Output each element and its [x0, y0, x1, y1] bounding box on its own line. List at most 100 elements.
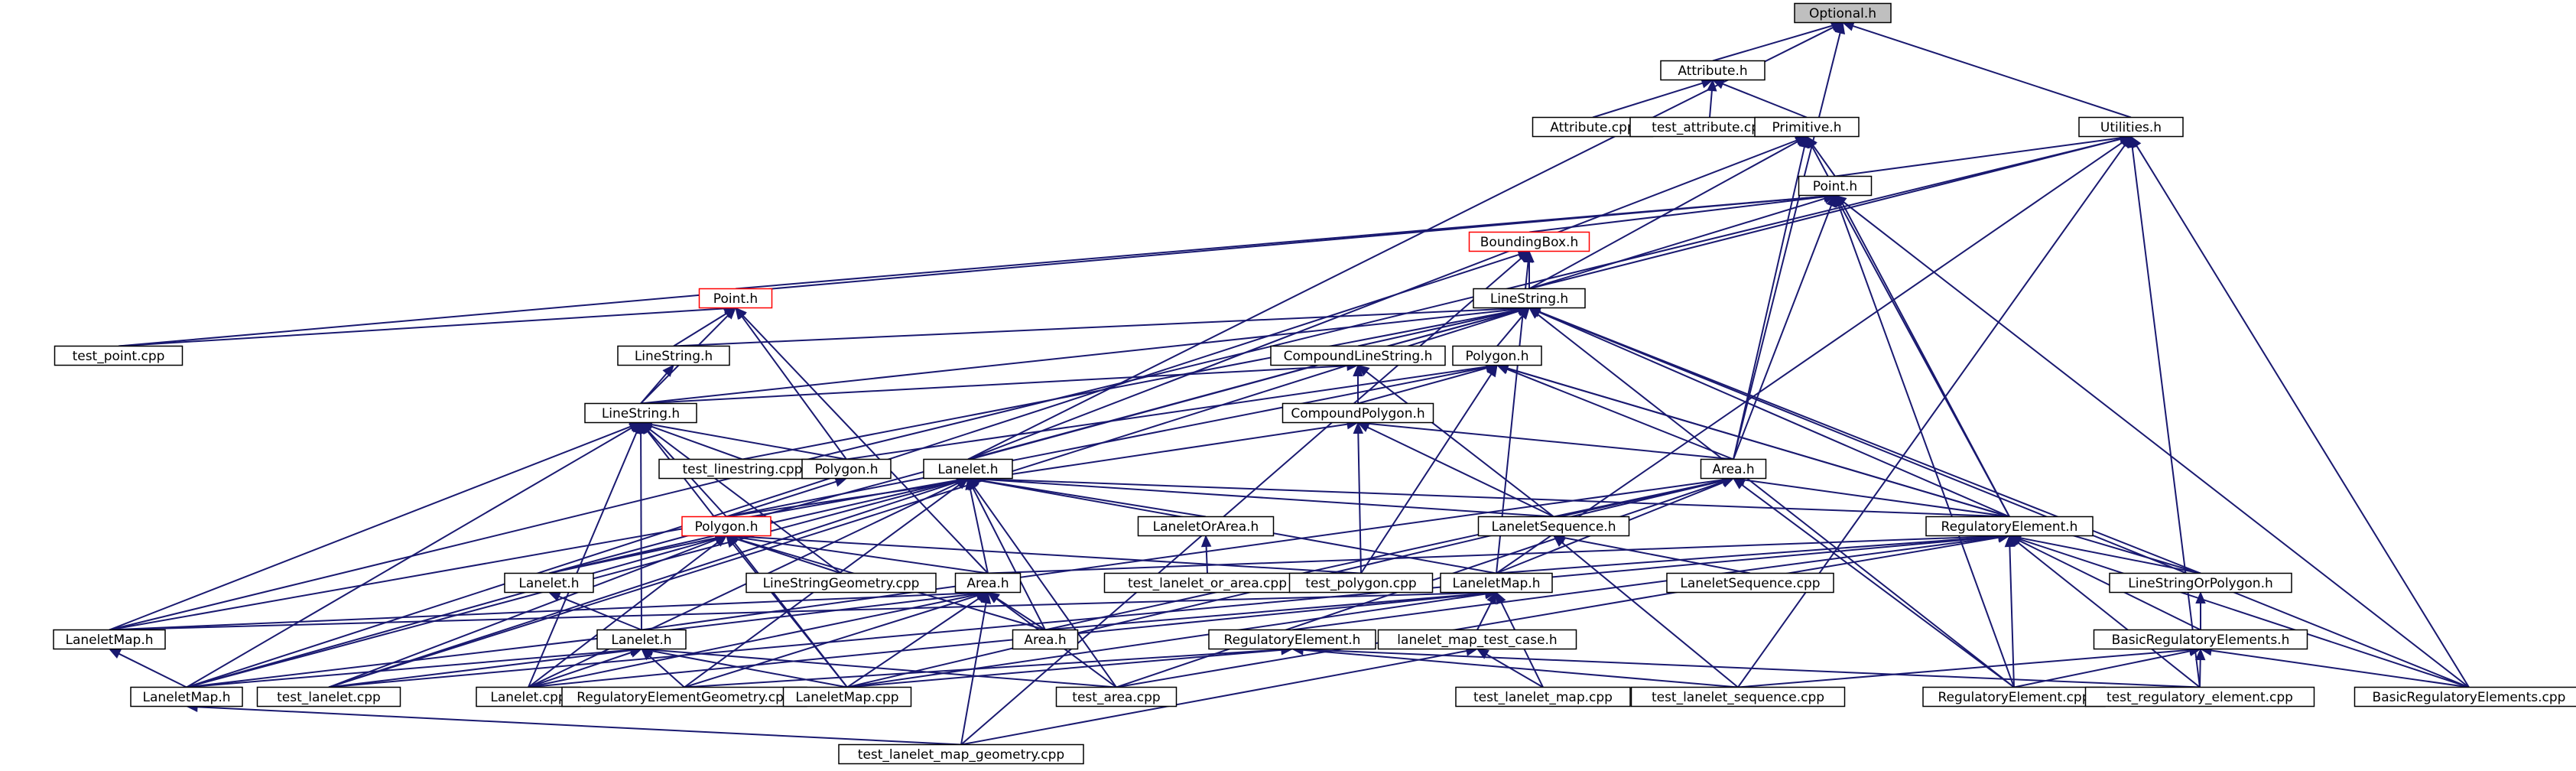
- node-label: test_polygon.cpp: [1305, 576, 1416, 591]
- edge-attribute-cpp-to-attribute-h: [1592, 78, 1714, 119]
- edge-line: [1538, 311, 2470, 688]
- edge-line: [651, 650, 848, 688]
- edge-line: [967, 139, 1798, 460]
- node-basicregulatoryelements-cpp[interactable]: BasicRegulatoryElements.cpp: [2353, 686, 2576, 708]
- node-linestringgeometry-cpp[interactable]: LineStringGeometry.cpp: [746, 572, 937, 594]
- node-test-lanelet-map-geometry-cpp[interactable]: test_lanelet_map_geometry.cpp: [838, 743, 1084, 765]
- edge-line: [328, 480, 959, 688]
- node-test-lanelet-sequence-cpp[interactable]: test_lanelet_sequence.cpp: [1630, 686, 1846, 708]
- node-compoundlinestring-h[interactable]: CompoundLineString.h: [1270, 345, 1446, 366]
- node-linestringorpolygon-h[interactable]: LineStringOrPolygon.h: [2109, 572, 2292, 594]
- edge-line: [528, 542, 719, 688]
- node-linestring-h2[interactable]: LineString.h: [617, 345, 730, 366]
- edge-line: [186, 593, 978, 688]
- node-area-h-main[interactable]: Area.h: [1700, 458, 1767, 480]
- node-test-lanelet-cpp[interactable]: test_lanelet.cpp: [256, 686, 401, 708]
- node-lanelet-map-test-case-h[interactable]: lanelet_map_test_case.h: [1377, 629, 1577, 650]
- node-area-h3[interactable]: Area.h: [1012, 629, 1079, 650]
- edge-arrowhead: [2120, 135, 2132, 149]
- node-compoundpolygon-h[interactable]: CompoundPolygon.h: [1282, 402, 1434, 424]
- node-label: Lanelet.h: [518, 576, 579, 591]
- node-label: LaneletMap.h: [142, 690, 230, 705]
- node-box: [1700, 458, 1767, 480]
- node-laneletmap-h-left[interactable]: LaneletMap.h: [53, 629, 166, 650]
- node-point-h[interactable]: Point.h: [1798, 175, 1873, 197]
- node-test-polygon-cpp[interactable]: test_polygon.cpp: [1288, 572, 1434, 594]
- node-test-area-cpp[interactable]: test_area.cpp: [1055, 686, 1178, 708]
- node-test-lanelet-map-cpp[interactable]: test_lanelet_map.cpp: [1455, 686, 1631, 708]
- node-box: [1630, 686, 1846, 708]
- node-point-h2[interactable]: Point.h: [698, 288, 773, 309]
- node-polygon-h-main[interactable]: Polygon.h: [1452, 345, 1542, 366]
- edge-point-h-to-utilities-h: [1834, 132, 2133, 177]
- node-basicregulatoryelements-h[interactable]: BasicRegulatoryElements.h: [2093, 629, 2308, 650]
- node-linestring-h-main[interactable]: LineString.h: [1473, 288, 1586, 309]
- node-lanelet-h3[interactable]: Lanelet.h: [596, 629, 687, 650]
- node-laneletorarea-h[interactable]: LaneletOrArea.h: [1137, 516, 1275, 537]
- node-primitive-h[interactable]: Primitive.h: [1754, 116, 1860, 138]
- edge-line: [1741, 484, 2015, 688]
- edge-arrowhead: [726, 535, 738, 548]
- node-optional-h[interactable]: Optional.h: [1794, 2, 1892, 24]
- edge-area-h2-to-lanelet-h-main: [965, 477, 989, 574]
- edge-line: [1812, 145, 1836, 177]
- node-area-h2[interactable]: Area.h: [954, 572, 1022, 594]
- node-laneletmap-cpp[interactable]: LaneletMap.cpp: [782, 686, 912, 708]
- node-laneletsequence-h[interactable]: LaneletSequence.h: [1477, 516, 1630, 537]
- node-box: [2109, 572, 2292, 594]
- node-label: lanelet_map_test_case.h: [1397, 633, 1557, 648]
- edge-arrowhead: [1834, 194, 1847, 207]
- node-linestring-h3[interactable]: LineString.h: [584, 402, 697, 424]
- node-polygon-h-red[interactable]: Polygon.h: [681, 516, 772, 537]
- node-test-lanelet-or-area-cpp[interactable]: test_lanelet_or_area.cpp: [1103, 572, 1311, 594]
- edge-line: [548, 537, 716, 574]
- node-boundingbox-h[interactable]: BoundingBox.h: [1468, 231, 1590, 252]
- node-lanelet-h-main[interactable]: Lanelet.h: [923, 458, 1013, 480]
- node-test-point-cpp[interactable]: test_point.cpp: [54, 345, 184, 366]
- edge-line: [978, 479, 1207, 518]
- node-attribute-h[interactable]: Attribute.h: [1660, 60, 1766, 81]
- node-label: test_lanelet_or_area.cpp: [1128, 576, 1287, 591]
- node-utilities-h[interactable]: Utilities.h: [2078, 116, 2184, 138]
- node-box: [130, 686, 243, 708]
- edge-line: [736, 536, 989, 574]
- edge-linestring-h-main-to-primitive-h: [1528, 135, 1808, 290]
- edge-line: [2211, 649, 2470, 688]
- node-laneletsequence-cpp[interactable]: LaneletSequence.cpp: [1666, 572, 1834, 594]
- edge-line: [978, 478, 1554, 518]
- node-lanelet-h-left[interactable]: Lanelet.h: [504, 572, 594, 594]
- edge-line: [1537, 314, 2015, 688]
- node-regulatoryelement-h-main[interactable]: RegulatoryElement.h: [1925, 516, 2094, 537]
- edge-line: [651, 424, 847, 460]
- node-regulatoryelement-h2[interactable]: RegulatoryElement.h: [1208, 629, 1376, 650]
- node-label: LineString.h: [602, 406, 680, 421]
- edge-test-point-cpp-to-point-h2: [118, 303, 737, 347]
- edge-regulatoryelement-cpp-to-linestring-h-main: [1528, 307, 2015, 688]
- edge-line: [736, 538, 842, 574]
- edge-line: [969, 488, 989, 574]
- edge-arrowhead: [2009, 535, 2022, 547]
- node-test-linestring-cpp[interactable]: test_linestring.cpp: [658, 458, 827, 480]
- node-laneletmap-h-main[interactable]: LaneletMap.h: [1440, 572, 1553, 594]
- node-box: [584, 402, 697, 424]
- node-box: [1468, 231, 1590, 252]
- node-laneletmap-h-bottom[interactable]: LaneletMap.h: [130, 686, 243, 708]
- edge-line: [2019, 538, 2470, 688]
- node-label: LineString.h: [1490, 291, 1568, 307]
- edge-line: [2017, 542, 2201, 688]
- edge-area-h-main-to-optional-h: [1733, 21, 1846, 460]
- edge-basicregulatoryelements-cpp-to-linestring-h-main: [1528, 307, 2470, 688]
- edge-line: [1733, 205, 1832, 460]
- edge-area-h2-to-point-h2: [735, 307, 989, 574]
- node-box: [1208, 629, 1376, 650]
- edge-line: [2013, 650, 2191, 688]
- node-test-regulatory-element-cpp[interactable]: test_regulatory_element.cpp: [2084, 686, 2315, 708]
- edge-line: [640, 433, 642, 630]
- node-label: test_lanelet_map.cpp: [1473, 690, 1613, 705]
- node-regulatoryelementgeometry-cpp[interactable]: RegulatoryElementGeometry.cpp: [561, 686, 807, 708]
- edge-test-lanelet-map-cpp-to-lanelet-map-test-case-h: [1476, 648, 1544, 688]
- node-polygon-h2[interactable]: Polygon.h: [801, 458, 892, 480]
- edge-line: [640, 308, 1519, 405]
- edge-line: [1528, 141, 1798, 290]
- node-regulatoryelement-cpp[interactable]: RegulatoryElement.cpp: [1922, 686, 2106, 708]
